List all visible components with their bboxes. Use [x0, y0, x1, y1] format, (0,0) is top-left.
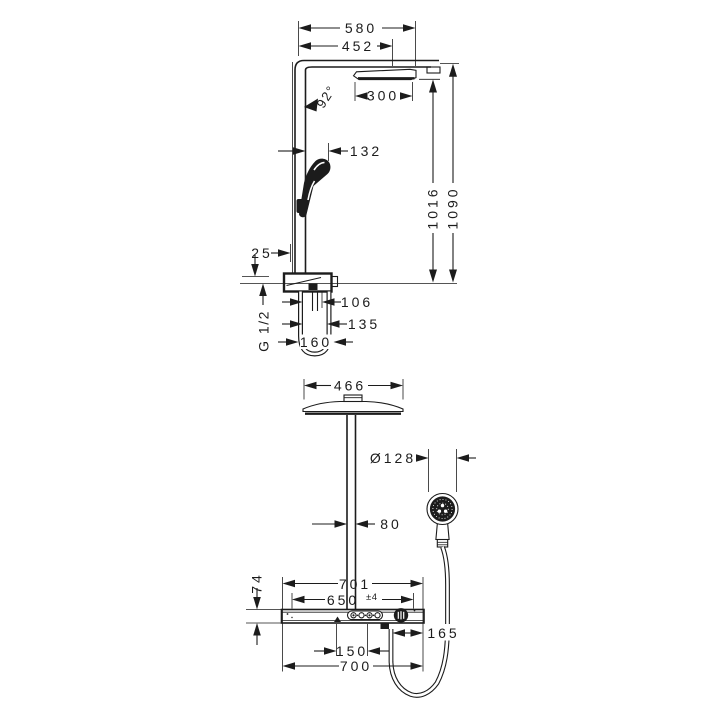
hand-shower-front — [426, 492, 459, 526]
arm-mount — [426, 66, 441, 74]
head-connector — [343, 394, 363, 403]
dim-650-tolerance-label: ±4 — [366, 592, 378, 603]
hand-shower-hose-inner — [389, 546, 449, 697]
dimensions-side: 580 452 92° 300 132 — [251, 20, 461, 352]
dim-132-label: 132 — [350, 143, 382, 159]
pipe-corner-outer — [294, 59, 305, 71]
valve-detail — [286, 276, 322, 287]
front-view: 466 Ø128 80 74 — [246, 378, 476, 698]
select-button — [358, 612, 365, 619]
dim-1090-label: 1090 — [445, 186, 461, 229]
dim-700-label: 700 — [340, 658, 372, 674]
side-view: 580 452 92° 300 132 — [240, 20, 461, 357]
select-button — [366, 612, 373, 619]
dim-701-label: 701 — [339, 576, 371, 592]
overhead-shower-front — [302, 400, 404, 413]
hand-shower-highlight — [307, 161, 325, 201]
dim-580-label: 580 — [345, 20, 377, 36]
overhead-shower-side — [352, 68, 417, 81]
tablet-marker — [334, 616, 341, 622]
hand-shower-handle — [435, 523, 450, 541]
hose-outlet — [380, 622, 389, 629]
select-button — [374, 612, 381, 619]
dim-300-label: 300 — [367, 88, 399, 104]
hose-connector — [436, 538, 449, 548]
shower-tablet — [280, 608, 425, 624]
dim-106-label: 106 — [341, 294, 373, 310]
pipe-corner-inner — [304, 66, 313, 71]
dim-165-label: 165 — [427, 625, 459, 641]
valve-detail-tab — [330, 275, 339, 288]
dimensions-front: 466 Ø128 80 74 — [246, 378, 476, 674]
hand-shower-side — [299, 158, 331, 218]
select-button — [350, 612, 357, 619]
dim-1016-label: 1016 — [425, 186, 441, 229]
dim-135-label: 135 — [348, 316, 380, 332]
dim-80-label: 80 — [380, 516, 402, 532]
dim-150-label: 150 — [336, 643, 368, 659]
dim-92deg-label: 92° — [313, 82, 339, 110]
dim-466-label: 466 — [334, 378, 366, 394]
dim-25-label: 25 — [251, 245, 273, 261]
dim-128-label: Ø128 — [370, 450, 416, 466]
dim-452-label: 452 — [342, 38, 374, 54]
valve-detail-block — [308, 283, 318, 290]
hand-shower-face — [429, 496, 456, 522]
dim-160-label: 160 — [300, 334, 332, 350]
dim-74-label: 74 — [249, 572, 265, 594]
valve-unit-side — [282, 272, 333, 293]
dim-650-label: 650 — [327, 592, 359, 608]
thread-g12-label: G 1/2 — [256, 310, 272, 352]
